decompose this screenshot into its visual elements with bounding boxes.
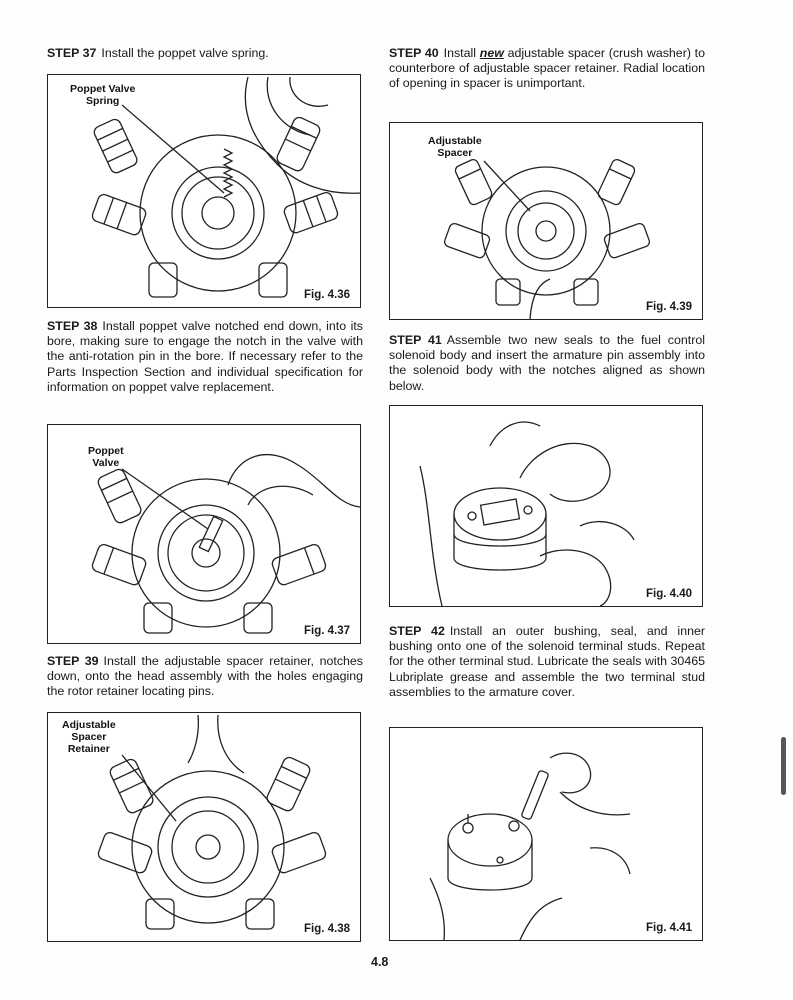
step-37-number: STEP 37	[47, 46, 97, 60]
figure-label: Fig. 4.39	[645, 301, 692, 313]
step-39-number: STEP 39	[47, 654, 99, 668]
figure-4-37: Poppet Valve Fig. 4.37	[47, 424, 361, 644]
step-40-pre: Install	[443, 46, 477, 60]
callout-line: Valve	[92, 457, 120, 469]
step-40-number: STEP 40	[389, 46, 439, 60]
spacer-retainer-illustration	[97, 714, 327, 930]
step-40: STEP 40 Install new adjustable spacer (cr…	[389, 46, 705, 92]
callout-line: Spacer	[71, 731, 107, 743]
figure-4-39: Adjustable Spacer Fig. 4.39	[389, 122, 703, 320]
callout-poppet-valve: Poppet Valve	[88, 445, 124, 469]
callout-line: Poppet	[88, 445, 124, 457]
callout-poppet-valve-spring: Poppet Valve Spring	[70, 83, 135, 107]
callout-line: Spacer	[437, 147, 473, 159]
figure-4-36: Poppet Valve Spring Fig. 4.36	[47, 74, 361, 308]
step-37-text: Install the poppet valve spring.	[101, 46, 269, 60]
figure-4-40: Fig. 4.40	[389, 405, 703, 607]
callout-adjustable-spacer-retainer: Adjustable Spacer Retainer	[62, 719, 116, 755]
poppet-valve-illustration	[91, 454, 360, 634]
adjustable-spacer-illustration	[443, 158, 651, 319]
figure-4-41: Fig. 4.41	[389, 727, 703, 941]
step-41-text: Assemble two new seals to the fuel contr…	[389, 333, 705, 393]
figure-label: Fig. 4.37	[303, 625, 350, 637]
scrollbar-thumb[interactable]	[781, 737, 786, 795]
step-38-number: STEP 38	[47, 319, 98, 333]
step-40-text: adjustable spacer (crush washer) to coun…	[389, 46, 706, 91]
step-38-text: Install poppet valve notched end down, i…	[47, 319, 363, 394]
solenoid-armature-illustration	[419, 421, 635, 606]
callout-line: Adjustable	[428, 135, 482, 147]
callout-line: Adjustable	[62, 719, 116, 731]
step-37: STEP 37 Install the poppet valve spring.	[47, 46, 363, 61]
figure-label: Fig. 4.38	[303, 923, 350, 935]
figure-4-38: Adjustable Spacer Retainer Fig. 4.38	[47, 712, 361, 942]
callout-line: Poppet Valve	[70, 83, 136, 95]
step-40-new: new	[479, 46, 504, 60]
figure-label: Fig. 4.40	[645, 588, 692, 600]
step-42-number: STEP 42	[389, 624, 445, 638]
poppet-spring-illustration	[91, 76, 360, 298]
page-number: 4.8	[371, 955, 389, 969]
callout-line: Spring	[86, 95, 120, 107]
figure-label: Fig. 4.36	[303, 289, 350, 301]
terminal-stud-illustration	[429, 752, 631, 940]
figure-label: Fig. 4.41	[645, 922, 692, 934]
callout-adjustable-spacer: Adjustable Spacer	[428, 135, 482, 159]
step-41-number: STEP 41	[389, 333, 442, 347]
callout-line: Retainer	[67, 743, 110, 755]
step-42-text: Install an outer bushing, seal, and inne…	[389, 624, 705, 699]
step-39-text: Install the adjustable spacer retainer, …	[47, 654, 363, 699]
